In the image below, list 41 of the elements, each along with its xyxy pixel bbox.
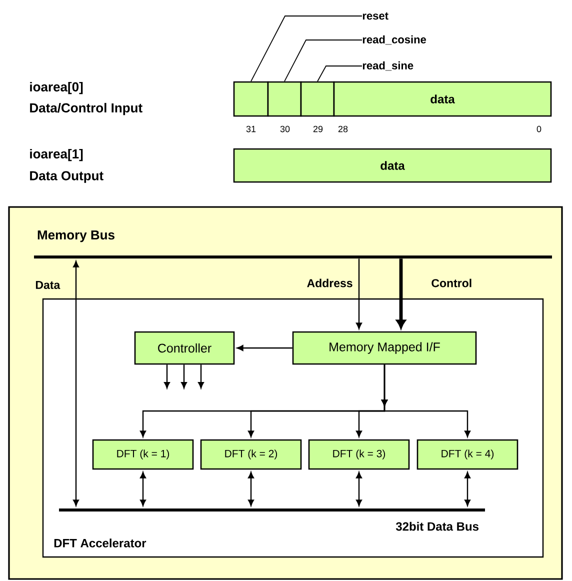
bit-number: 0 [536,126,542,132]
register-field [300,81,335,117]
leader-line [284,40,362,82]
arrow [356,258,362,330]
arrow [198,364,204,388]
arrow [236,345,292,351]
dft-box: DFT (k = 2) [200,439,302,470]
arrow [73,260,79,506]
arrow [396,258,406,329]
dft-box: DFT (k = 1) [92,439,194,470]
edge-label: Data [34,280,62,290]
dft-box: DFT (k = 3) [308,439,410,470]
bit-number: 28 [338,126,348,132]
leader-line [317,66,362,82]
field-label: read_cosine [362,35,426,45]
arrow [382,364,470,438]
register-field [267,81,302,117]
register-label: Data/Control Input [30,102,142,116]
bit-number: 29 [313,126,323,132]
register-label: Data Output [30,171,104,183]
register-bar: data [233,148,552,183]
arrow [164,364,170,388]
register-label: ioarea[0] [30,82,83,94]
field-label: read_sine [362,61,414,71]
dft-box: DFT (k = 4) [416,439,518,470]
register-label: ioarea[1] [30,148,83,162]
arrow [356,472,362,506]
controller-box: Controller [134,331,235,365]
leader-line [250,16,362,82]
arrow [140,472,146,506]
register-field [233,81,269,117]
bit-number: 31 [246,126,256,132]
bit-number: 30 [280,126,290,132]
field-label: reset [362,12,388,20]
edge-label: Control [430,278,474,288]
interface-box: Memory Mapped I/F [292,331,477,365]
bus-line: Memory Bus [34,230,552,258]
arrow [181,364,187,388]
arrow [248,472,254,506]
bus-line: 32bit Data Bus [59,508,485,531]
arrow [464,472,470,506]
